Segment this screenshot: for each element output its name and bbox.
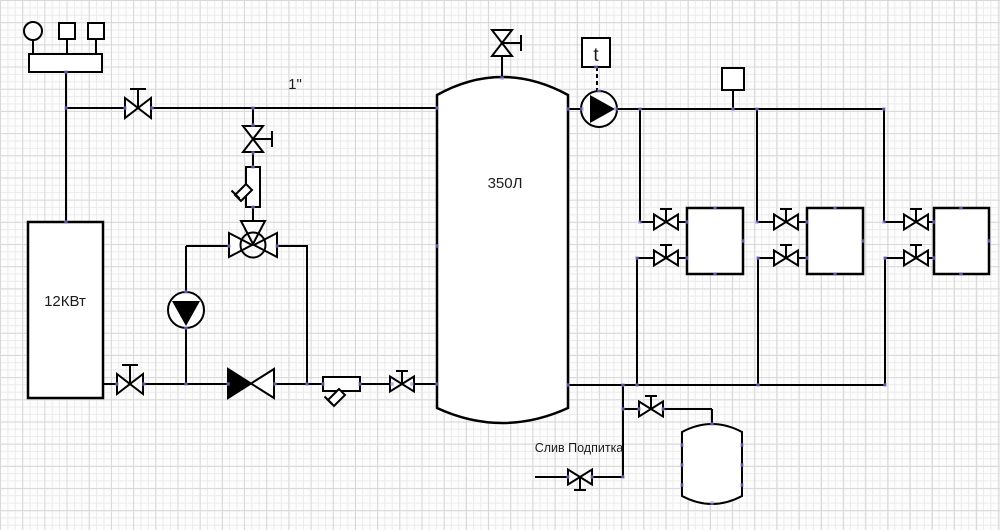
boiler-return-valve[interactable] (116, 364, 144, 395)
air-vent[interactable] (721, 67, 745, 91)
pipe-size-label: 1" (288, 76, 302, 93)
tank-air-valve[interactable] (491, 29, 522, 57)
radiator-2-return-valve[interactable] (773, 244, 799, 267)
strainer-horizontal[interactable] (322, 376, 361, 408)
drain-makeup-label: Слив Подпитка (535, 441, 624, 455)
tank-label: 350Л (488, 175, 523, 192)
radiator-3-supply-valve[interactable] (903, 208, 929, 231)
tank-inlet-valve[interactable] (389, 370, 415, 393)
drain-valve[interactable] (567, 468, 593, 491)
safety-valve-icon (58, 22, 76, 40)
pressure-gauge-icon (23, 21, 43, 41)
pipes (65, 57, 934, 478)
radiator-1-supply-valve[interactable] (653, 208, 679, 231)
expansion-tank[interactable] (681, 423, 743, 505)
safety-group[interactable] (23, 21, 105, 73)
radiator-2[interactable] (805, 206, 865, 276)
check-valve[interactable] (227, 367, 275, 400)
mixing-branch-valve[interactable] (242, 125, 273, 153)
radiator-1[interactable] (685, 206, 745, 276)
boiler-supply-valve[interactable] (124, 88, 152, 119)
temperature-sensor-label: t (593, 45, 599, 66)
manifold (28, 53, 103, 73)
boiler[interactable]: 12КВт (26, 220, 105, 400)
air-vent-top-icon (87, 22, 105, 40)
radiator-1-return-valve[interactable] (653, 244, 679, 267)
boiler-label: 12КВт (44, 293, 86, 310)
connection-points (64, 65, 991, 505)
radiator-2-supply-valve[interactable] (773, 208, 799, 231)
heating-circuit-pump[interactable] (580, 90, 618, 128)
temperature-sensor[interactable]: t (581, 37, 611, 68)
buffer-tank[interactable]: 350Л (435, 75, 570, 425)
radiator-3-return-valve[interactable] (903, 244, 929, 267)
three-way-mixing-valve[interactable] (228, 220, 278, 259)
expansion-tank-valve[interactable] (638, 395, 664, 418)
radiator-3[interactable] (932, 206, 991, 276)
boiler-circuit-pump[interactable] (167, 291, 205, 329)
strainer-vertical[interactable] (230, 166, 261, 208)
